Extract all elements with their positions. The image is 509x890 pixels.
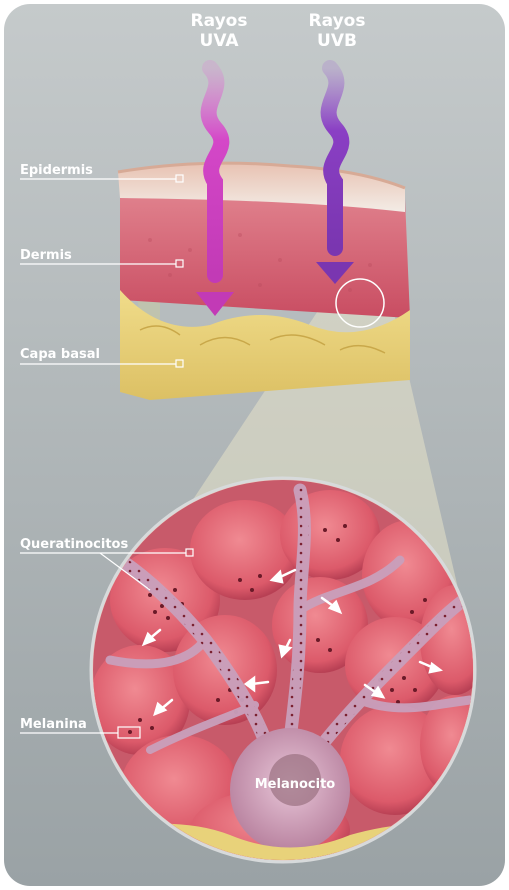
label-dermis-text: Dermis (20, 248, 72, 263)
label-melanin-text: Melanina (20, 717, 87, 732)
uva-title-line2: UVA (200, 31, 240, 51)
label-epidermis-text: Epidermis (20, 163, 93, 178)
uvb-title-line2: UVB (317, 31, 357, 51)
uvb-title-line1: Rayos (309, 11, 366, 31)
label-keratinocytes-text: Queratinocitos (20, 537, 128, 552)
uva-title-line1: Rayos (191, 11, 248, 31)
label-basal-text: Capa basal (20, 347, 100, 362)
label-melanocyte: Melanocito (255, 777, 336, 792)
